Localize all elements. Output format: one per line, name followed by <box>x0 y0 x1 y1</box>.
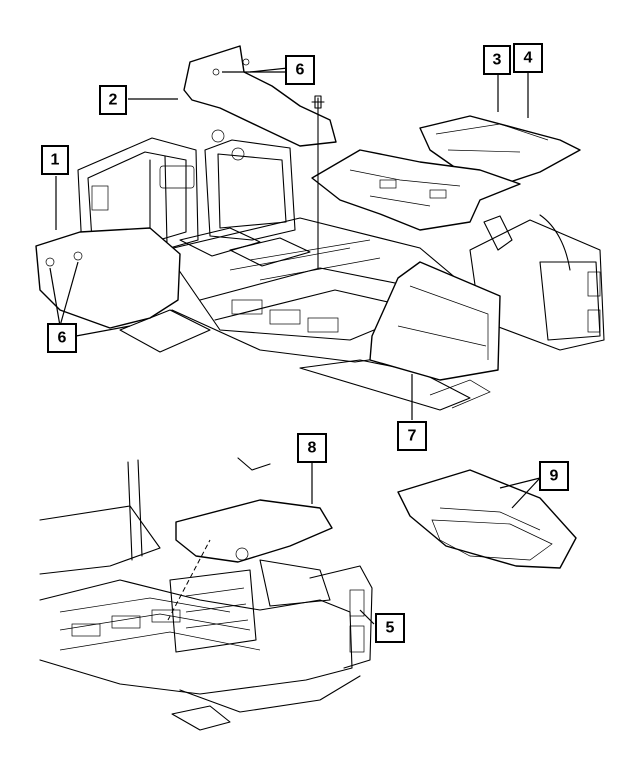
fastener-screw <box>311 95 325 269</box>
callout-4-label: 4 <box>524 50 533 67</box>
leader-lines <box>49 67 541 625</box>
part-8-load-floor-panel[interactable] <box>175 499 333 563</box>
callout-6-upper[interactable]: 6 <box>285 55 315 85</box>
callout-7[interactable]: 7 <box>397 421 427 451</box>
callout-7-label: 7 <box>408 428 417 445</box>
part-7-rear-carpet-section[interactable] <box>369 261 501 381</box>
callout-2[interactable]: 2 <box>99 85 127 115</box>
part-9-floor-mat[interactable] <box>397 469 577 569</box>
callout-8-label: 8 <box>308 440 317 457</box>
callout-9[interactable]: 9 <box>539 461 569 491</box>
part-6-dash-insulator-left[interactable] <box>35 227 181 329</box>
part-3-4-front-floor-carpet[interactable] <box>311 149 521 231</box>
callout-5[interactable]: 5 <box>375 613 405 643</box>
callout-6-upper-label: 6 <box>296 62 305 79</box>
callout-1[interactable]: 1 <box>41 145 69 175</box>
callout-4[interactable]: 4 <box>513 43 543 73</box>
callout-2-label: 2 <box>109 92 118 109</box>
callout-1-label: 1 <box>51 152 60 169</box>
callout-9-label: 9 <box>550 468 559 485</box>
callout-6-lower[interactable]: 6 <box>47 323 77 353</box>
callout-6-lower-label: 6 <box>58 330 67 347</box>
callout-3-label: 3 <box>493 52 502 69</box>
callout-5-label: 5 <box>386 620 395 637</box>
callout-8[interactable]: 8 <box>297 433 327 463</box>
lower-cargo-floor-illustration <box>39 457 373 731</box>
callout-3[interactable]: 3 <box>483 45 511 75</box>
